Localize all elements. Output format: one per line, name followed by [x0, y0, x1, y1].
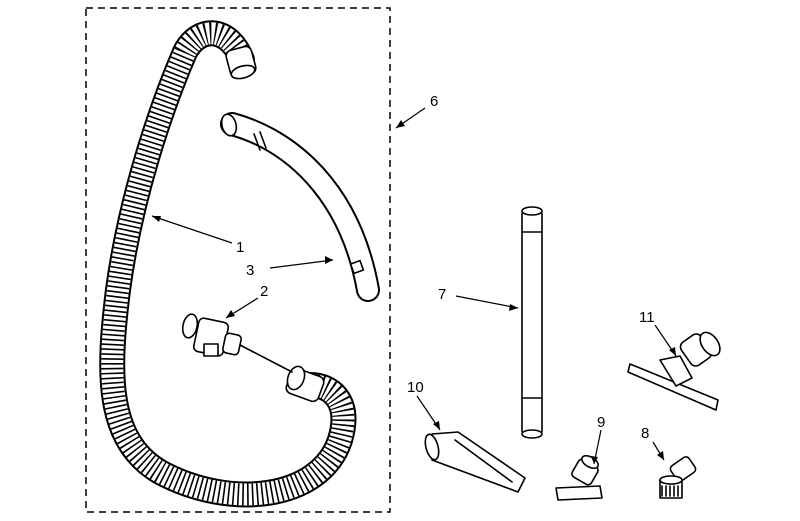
callout-2: 2 [260, 283, 268, 300]
callout-1: 1 [236, 239, 244, 256]
swivel-connector-part-2 [181, 313, 293, 373]
kit-boundary-dashed-box [85, 7, 391, 513]
callout-9: 9 [597, 414, 605, 431]
hose-part-1 [99, 20, 357, 508]
callout-3: 3 [246, 262, 254, 279]
extension-wand-part-7 [521, 206, 543, 439]
dusting-brush-part-8 [659, 456, 697, 499]
leader-lines [151, 107, 677, 465]
upholstery-tool-part-9 [555, 454, 603, 501]
callout-8: 8 [641, 425, 649, 442]
callout-7: 7 [438, 286, 446, 303]
callout-6: 6 [430, 93, 438, 110]
crevice-tool-part-10 [424, 431, 526, 493]
callout-11: 11 [639, 309, 655, 326]
floor-tool-part-11 [627, 331, 721, 411]
callout-10: 10 [407, 379, 424, 396]
curved-wand-part-3 [220, 112, 380, 302]
callout-labels: 1 2 3 6 7 8 9 10 11 [236, 93, 655, 442]
